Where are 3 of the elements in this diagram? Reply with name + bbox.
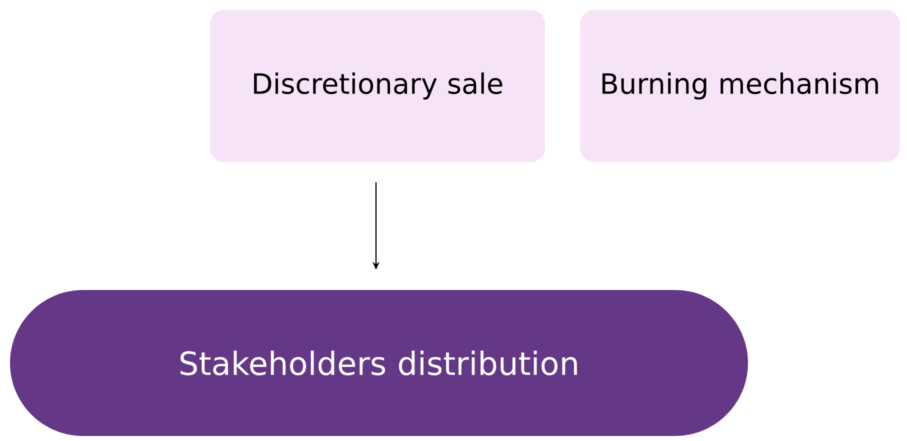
stadium-box: Stakeholders distribution (10, 290, 748, 436)
card-box: Discretionary sale (210, 10, 545, 162)
card-box: Burning mechanism (580, 10, 900, 162)
